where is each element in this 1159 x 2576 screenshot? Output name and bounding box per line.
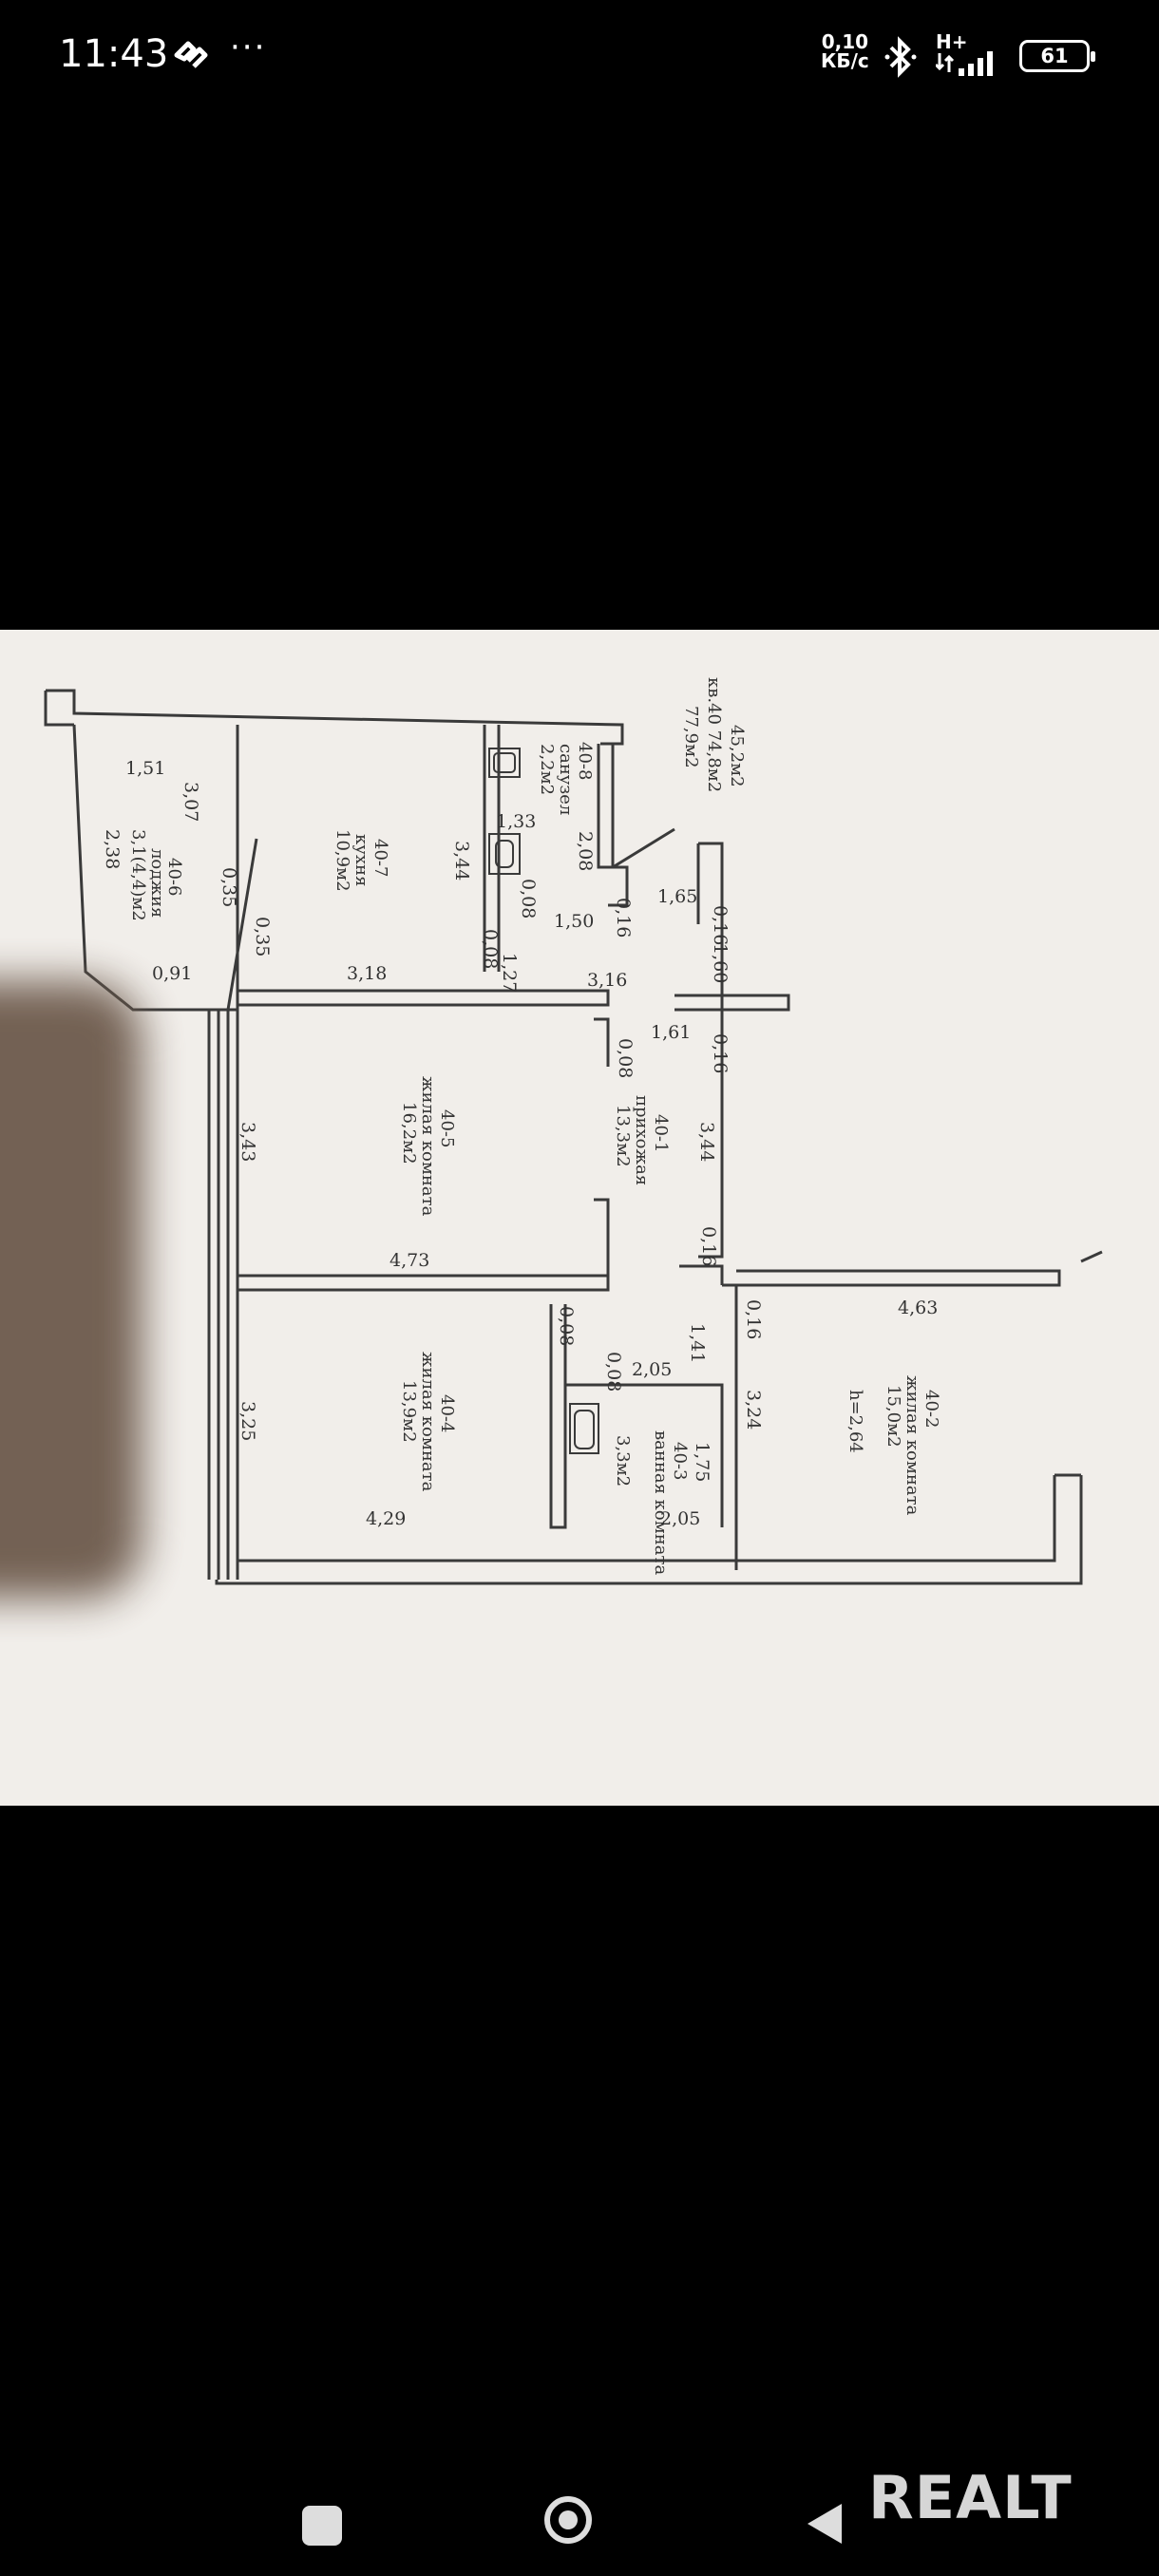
room-40-8-area: 2,2м2 <box>537 744 557 795</box>
bluetooth-icon <box>884 36 917 78</box>
room-40-8-name: санузел <box>556 744 576 815</box>
dim-1-61: 1,61 <box>651 1022 691 1043</box>
floor-plan-drawing: 45,2м2 кв.40 74,8м2 77,9м2 40-8 санузел … <box>44 677 1103 1585</box>
back-button[interactable] <box>806 2502 844 2546</box>
room-40-6-id: 40-6 <box>164 858 184 896</box>
dim-0-16-e: 0,16 <box>743 1299 764 1339</box>
dim-1-27: 1,27 <box>499 953 520 993</box>
dim-3-07: 3,07 <box>180 782 201 822</box>
dim-1-33: 1,33 <box>496 811 536 832</box>
room-40-2-area: 15,0м2 <box>884 1385 903 1448</box>
dim-4-63: 4,63 <box>898 1297 938 1318</box>
realt-watermark: REALT <box>868 2463 1073 2532</box>
network-speed: 0,10 КБ/с <box>821 32 869 70</box>
room-40-6-area: 3,1(4,4)м2 <box>128 829 148 921</box>
dim-1-51: 1,51 <box>125 758 165 779</box>
room-40-3-area: 3,3м2 <box>613 1435 633 1487</box>
dim-0-16-d: 0,16 <box>698 1226 719 1266</box>
dim-0-08-e: 0,08 <box>603 1352 624 1392</box>
room-40-3-name: ванная комната <box>651 1430 671 1575</box>
apartment-area-1: 45,2м2 <box>727 725 747 787</box>
dim-2-08: 2,08 <box>575 831 596 871</box>
home-dot-icon <box>559 2510 578 2529</box>
room-40-5-area: 16,2м2 <box>399 1102 419 1165</box>
room-40-2-id: 40-2 <box>922 1390 941 1428</box>
room-40-1-id: 40-1 <box>651 1114 671 1152</box>
more-icon: ··· <box>230 28 267 66</box>
dim-4-29: 4,29 <box>366 1508 406 1529</box>
navigation-bar <box>0 2432 1159 2576</box>
dim-0-35-a: 0,35 <box>218 867 239 907</box>
dim-0-08-d: 0,08 <box>556 1306 577 1346</box>
room-40-2-name: жилая комната <box>902 1375 922 1516</box>
dim-1-60: 1,60 <box>710 943 731 983</box>
room-40-8-id: 40-8 <box>575 742 595 780</box>
dim-0-91: 0,91 <box>152 963 192 984</box>
room-40-1-area: 13,3м2 <box>613 1105 633 1167</box>
dim-0-35-b: 0,35 <box>252 917 273 957</box>
dim-1-41: 1,41 <box>687 1323 708 1363</box>
dim-3-43: 3,43 <box>238 1122 258 1162</box>
room-40-6-name: лоджия <box>147 848 167 918</box>
room-40-2-height: h=2,64 <box>846 1390 865 1453</box>
room-40-4-id: 40-4 <box>437 1394 457 1432</box>
dim-1-65: 1,65 <box>657 886 697 907</box>
recent-apps-button[interactable] <box>302 2506 342 2546</box>
home-button[interactable] <box>544 2496 592 2544</box>
network-type: H+ <box>936 30 968 53</box>
status-bar: 11:43 ··· 0,10 КБ/с H+ 61 <box>0 0 1159 114</box>
dim-2-05-b: 2,05 <box>660 1508 700 1529</box>
dim-2-05-a: 2,05 <box>632 1359 672 1380</box>
clock: 11:43 <box>59 32 169 76</box>
dim-0-16-b: 0,16 <box>710 905 731 945</box>
dim-3-44-b: 3,44 <box>696 1122 717 1162</box>
dim-4-73: 4,73 <box>390 1250 429 1271</box>
speed-unit: КБ/с <box>821 49 869 72</box>
floor-plan-photo[interactable]: 45,2м2 кв.40 74,8м2 77,9м2 40-8 санузел … <box>0 630 1159 1806</box>
room-40-4-name: жилая комната <box>418 1352 438 1492</box>
dim-3-24: 3,24 <box>743 1390 764 1430</box>
dim-0-08-b: 0,08 <box>480 929 501 969</box>
dim-0-08-c: 0,08 <box>615 1038 636 1078</box>
room-40-1-name: прихожая <box>632 1095 652 1185</box>
dim-0-16-c: 0,16 <box>710 1033 731 1073</box>
dim-2-38: 2,38 <box>102 829 123 869</box>
dim-0-08-a: 0,08 <box>518 879 539 919</box>
room-40-5-name: жилая комната <box>418 1076 438 1217</box>
apartment-area-3: 77,9м2 <box>681 706 701 768</box>
room-40-7-area: 10,9м2 <box>332 829 352 892</box>
dim-1-75: 1,75 <box>692 1442 712 1482</box>
dim-3-25: 3,25 <box>238 1401 258 1441</box>
room-40-4-area: 13,9м2 <box>399 1380 419 1443</box>
signal-icon <box>936 51 993 76</box>
room-40-7-id: 40-7 <box>370 839 390 877</box>
battery-icon: 61 <box>1019 40 1095 72</box>
apartment-area-2: кв.40 74,8м2 <box>704 677 724 792</box>
room-40-7-name: кухня <box>352 834 371 886</box>
room-40-5-id: 40-5 <box>437 1109 457 1147</box>
dim-3-18: 3,18 <box>347 963 387 984</box>
dim-3-44-a: 3,44 <box>451 841 472 881</box>
dim-0-16-a: 0,16 <box>613 898 634 938</box>
dim-1-50: 1,50 <box>554 911 594 932</box>
room-40-3-id: 40-3 <box>670 1442 690 1480</box>
sync-icon <box>174 41 208 68</box>
dim-3-16: 3,16 <box>587 970 627 991</box>
speed-value: 0,10 <box>821 30 869 53</box>
finger-shadow <box>0 981 142 1599</box>
